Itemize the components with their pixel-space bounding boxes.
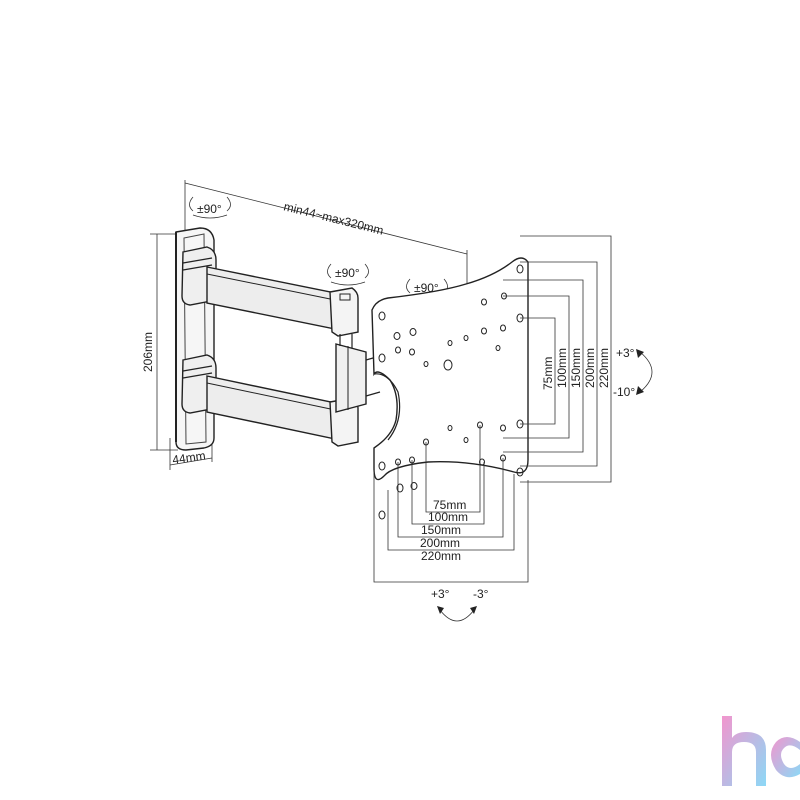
arm-extension-label: min44~max320mm bbox=[282, 199, 385, 237]
arm-swivel-label: ±90° bbox=[335, 266, 360, 280]
level-left-label: +3° bbox=[431, 587, 450, 601]
tilt-down-label: -10° bbox=[613, 385, 635, 399]
level-adjust-indicator: +3° -3° bbox=[431, 587, 489, 622]
vesa-h-150: 150mm bbox=[421, 523, 461, 537]
vesa-h-220: 220mm bbox=[421, 549, 461, 563]
brand-logo bbox=[722, 716, 800, 786]
vesa-h-75: 75mm bbox=[433, 498, 466, 512]
vesa-v-200: 200mm bbox=[583, 348, 597, 388]
wall-swivel-label: ±90° bbox=[197, 202, 222, 216]
pivot-column bbox=[335, 334, 381, 413]
upper-arm bbox=[181, 246, 359, 337]
vesa-vertical-dimensions: 75mm 100mm 150mm 200mm 220mm bbox=[503, 235, 612, 483]
tilt-up-label: +3° bbox=[616, 346, 635, 360]
vesa-holes bbox=[378, 264, 524, 520]
arm-swivel-indicator: ±90° bbox=[327, 263, 369, 286]
wall-plate-height-label: 206mm bbox=[141, 332, 155, 372]
level-right-label: -3° bbox=[473, 587, 489, 601]
lower-arm bbox=[181, 354, 359, 447]
vesa-horizontal-dimensions: 75mm 100mm 150mm 200mm 220mm bbox=[373, 425, 529, 583]
vesa-v-220: 220mm bbox=[597, 348, 611, 388]
vesa-v-75: 75mm bbox=[541, 357, 555, 390]
vesa-v-100: 100mm bbox=[555, 348, 569, 388]
tilt-indicator: +3° -10° bbox=[613, 346, 653, 399]
wall-swivel-indicator: ±90° bbox=[189, 196, 231, 219]
vesa-plate bbox=[371, 257, 529, 481]
wall-plate-width-label: 44mm bbox=[171, 448, 206, 467]
vesa-v-150: 150mm bbox=[569, 348, 583, 388]
wall-plate-height-dimension: 206mm bbox=[141, 233, 178, 451]
vesa-h-100: 100mm bbox=[428, 510, 468, 524]
vesa-h-200: 200mm bbox=[420, 536, 460, 550]
